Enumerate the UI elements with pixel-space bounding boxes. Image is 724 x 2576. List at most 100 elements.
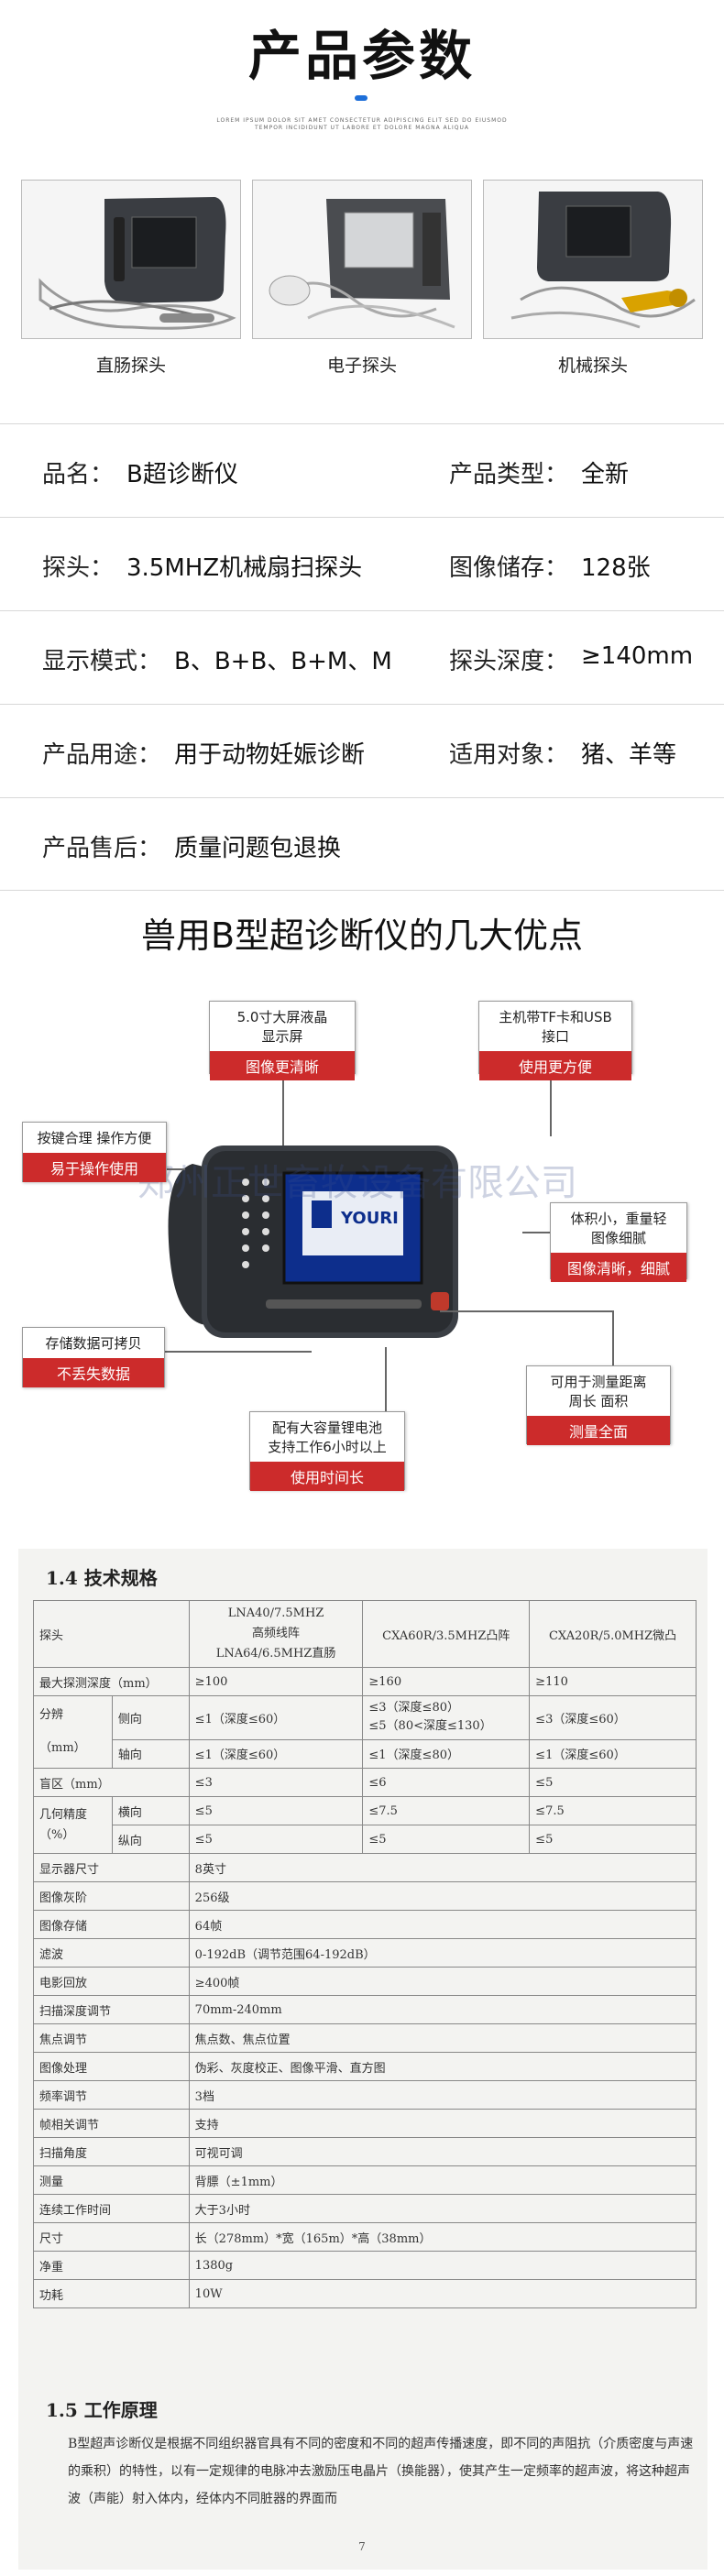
table-cell: 8英寸	[188, 1853, 697, 1882]
param-key: 图像储存：	[449, 554, 569, 582]
param-row: 产品售后： 质量问题包退换	[0, 797, 724, 891]
param-row: 产品用途： 用于动物妊娠诊断 适用对象： 猪、羊等	[0, 704, 724, 798]
table-cell: ≤5	[529, 1768, 697, 1797]
probe-label-electronic: 电子探头	[326, 356, 397, 376]
page-title: 产品参数	[247, 25, 476, 87]
param-key: 显示模式：	[42, 648, 162, 675]
table-row: 图像处理伪彩、灰度校正、图像平滑、直方图	[33, 2052, 697, 2081]
callout-line	[440, 1310, 614, 1312]
param-value: 全新	[581, 461, 630, 488]
table-cell: ≥400帧	[188, 1967, 697, 1996]
table-cell: 分辨 （mm）	[33, 1695, 113, 1769]
table-cell: ≥110	[529, 1667, 697, 1696]
param-key: 探头深度：	[449, 648, 569, 675]
callout-tag: 易于操作使用	[23, 1153, 166, 1182]
table-cell: 大于3小时	[188, 2194, 697, 2223]
param-value: ≥140mm	[581, 642, 694, 670]
param-row: 品名： B超诊断仪 产品类型： 全新	[0, 423, 724, 518]
callout-storage: 存储数据可拷贝 不丢失数据	[22, 1327, 165, 1387]
param-key: 产品类型：	[449, 461, 569, 488]
table-cell: 长（278mm）*宽（165m）*高（38mm）	[188, 2222, 697, 2252]
probe-label-mechanical: 机械探头	[557, 356, 628, 376]
table-cell: 70mm-240mm	[188, 1995, 697, 2024]
table-cell: 尺寸	[33, 2222, 190, 2252]
callout-tf-usb: 主机带TF卡和USB 接口 使用更方便	[478, 1001, 632, 1080]
callout-line	[612, 1310, 614, 1365]
probe-image-rectal	[21, 180, 241, 339]
table-cell: 几何精度 （%）	[33, 1796, 113, 1854]
param-value: 猪、羊等	[581, 741, 677, 769]
table-cell: 焦点数、焦点位置	[188, 2023, 697, 2053]
table-cell: ≤1（深度≤60）	[188, 1695, 364, 1740]
table-cell: 256级	[188, 1881, 697, 1911]
table-cell: CXA20R/5.0MHZ微凸	[529, 1600, 697, 1668]
table-cell: ≤5	[529, 1825, 697, 1854]
param-value: 用于动物妊娠诊断	[174, 741, 366, 769]
table-cell: 连续工作时间	[33, 2194, 190, 2223]
table-cell: 显示器尺寸	[33, 1853, 190, 1882]
cell-line: （mm）	[39, 1741, 86, 1755]
callout-line	[550, 1072, 552, 1136]
table-cell: 测量	[33, 2165, 190, 2195]
device-illustration: YOURI	[165, 1136, 467, 1347]
param-value: B超诊断仪	[126, 461, 238, 488]
table-cell: 图像存储	[33, 1910, 190, 1939]
table-cell: 1380g	[188, 2251, 697, 2280]
principle-heading: 1.5 工作原理	[46, 2399, 158, 2421]
param-value: 128张	[581, 554, 651, 582]
table-cell: 探头	[33, 1600, 190, 1668]
callout-text: 5.0寸大屏液晶 显示屏	[236, 1009, 328, 1045]
table-cell: 滤波	[33, 1938, 190, 1968]
table-row: 焦点调节焦点数、焦点位置	[33, 2023, 697, 2053]
table-cell: 扫描角度	[33, 2137, 190, 2166]
table-row: 扫描角度可视可调	[33, 2137, 697, 2166]
callout-line	[165, 1351, 312, 1353]
title-accent-bar	[355, 95, 367, 101]
callout-buttons: 按键合理 操作方便 易于操作使用	[22, 1122, 167, 1182]
callout-lightweight: 体积小，重量轻 图像细腻 图像清晰，细腻	[550, 1202, 687, 1282]
table-cell: 净重	[33, 2251, 190, 2280]
table-cell: 最大探测深度（mm）	[33, 1667, 190, 1696]
table-cell: 图像灰阶	[33, 1881, 190, 1911]
table-cell: ≤7.5	[362, 1796, 531, 1825]
callout-tag: 使用更方便	[479, 1051, 631, 1080]
callout-battery: 配有大容量锂电池 支持工作6小时以上 使用时间长	[249, 1411, 405, 1491]
cell-line: LNA64/6.5MHZ直肠	[215, 1647, 336, 1661]
table-cell: CXA60R/3.5MHZ凸阵	[362, 1600, 531, 1668]
callout-screen: 5.0寸大屏液晶 显示屏 图像更清晰	[209, 1001, 356, 1080]
param-value: 质量问题包退换	[174, 835, 342, 862]
table-cell: 功耗	[33, 2279, 190, 2308]
screen-brand: YOURI	[340, 1209, 399, 1228]
table-cell: LNA40/7.5MHZ 高频线阵 LNA64/6.5MHZ直肠	[188, 1600, 364, 1668]
table-row: 探头 LNA40/7.5MHZ 高频线阵 LNA64/6.5MHZ直肠 CXA6…	[33, 1600, 697, 1668]
table-cell: ≤3（深度≤80） ≤5（80<深度≤130）	[362, 1695, 531, 1740]
table-cell: ≤7.5	[529, 1796, 697, 1825]
table-row: 连续工作时间大于3小时	[33, 2194, 697, 2223]
cell-line: ≤5（80<深度≤130）	[368, 1719, 492, 1734]
table-cell: ≤1（深度≤60）	[529, 1738, 697, 1770]
param-key: 产品用途：	[42, 741, 162, 769]
table-row: 电影回放≥400帧	[33, 1967, 697, 1996]
table-cell: 10W	[188, 2279, 697, 2308]
cell-line: 高频线阵	[252, 1627, 301, 1640]
table-cell: 轴向	[111, 1738, 190, 1770]
callout-line	[282, 1072, 284, 1145]
table-cell: 支持	[188, 2109, 697, 2138]
callout-text: 体积小，重量轻 图像细腻	[570, 1211, 667, 1246]
table-cell: 横向	[111, 1796, 190, 1825]
table-cell: ≤3（深度≤60）	[529, 1695, 697, 1740]
callout-tag: 测量全面	[527, 1416, 670, 1445]
param-row: 显示模式： B、B+B、B+M、M 探头深度： ≥140mm	[0, 610, 724, 705]
table-cell: ≥100	[188, 1667, 364, 1696]
table-cell: 3档	[188, 2080, 697, 2110]
cell-line: （%）	[39, 1827, 75, 1842]
page-subtitle: LOREM IPSUM DOLOR SIT AMET CONSECTETUR A…	[216, 117, 508, 131]
spec-table: 探头 LNA40/7.5MHZ 高频线阵 LNA64/6.5MHZ直肠 CXA6…	[33, 1600, 697, 2308]
table-cell: 可视可调	[188, 2137, 697, 2166]
table-cell: 帧相关调节	[33, 2109, 190, 2138]
table-cell: 伪彩、灰度校正、图像平滑、直方图	[188, 2052, 697, 2081]
